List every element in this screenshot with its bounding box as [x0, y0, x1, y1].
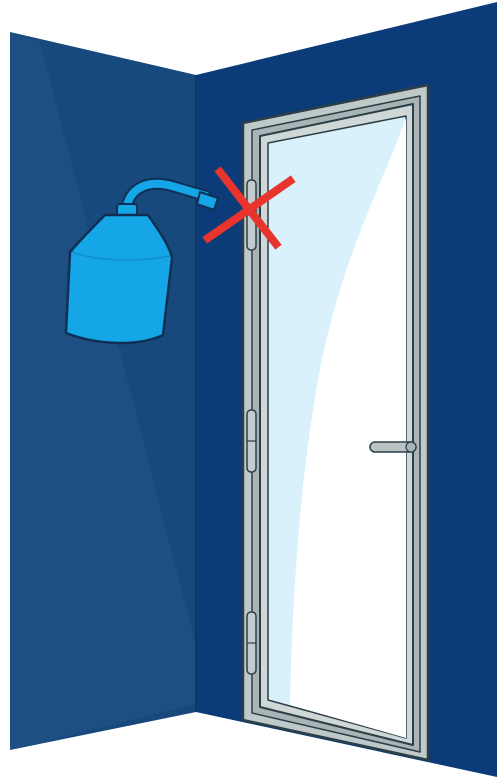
glass-door-icon	[243, 85, 428, 760]
door-handle	[370, 442, 416, 452]
